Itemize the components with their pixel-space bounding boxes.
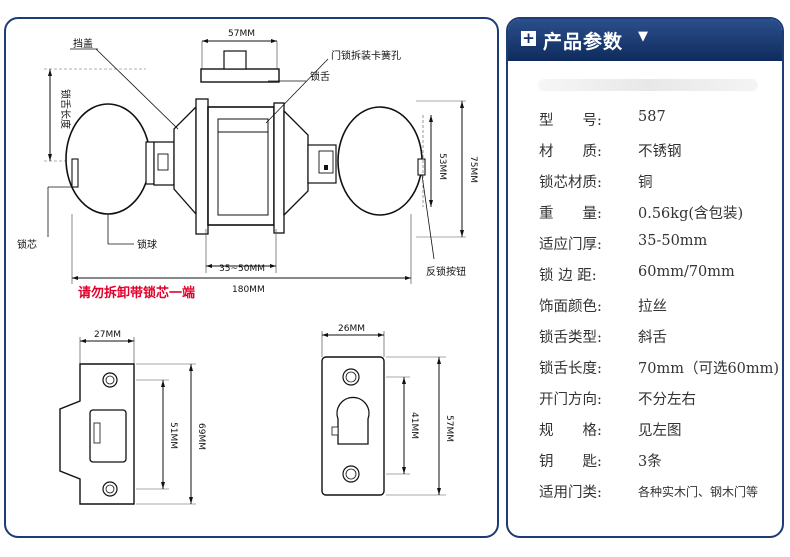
label-baffle-cover: 挡盖 (73, 37, 93, 50)
plus-box-icon: + (521, 29, 536, 47)
blurred-watermark-strip (538, 79, 758, 91)
latch-dim-41: 41MM (409, 412, 419, 439)
spec-label: 锁芯材质: (539, 175, 602, 191)
dim-75mm: 75MM (468, 156, 478, 183)
spec-value: 斜舌 (638, 330, 667, 346)
spec-label: 重 量: (539, 206, 602, 222)
spec-value: 0.56kg(含包装) (638, 206, 744, 222)
strike-dim-69: 69MM (196, 423, 206, 450)
latch-dim-width: 26MM (338, 324, 365, 334)
spec-value: 见左图 (638, 423, 682, 439)
specs-panel: + 产品参数 ▼ 型 号: 587 材 质: 不锈钢 锁芯材质: 铜 重 量: … (506, 17, 784, 538)
spec-label: 适应门厚: (539, 237, 602, 253)
spec-value: 70mm（可选60mm) (638, 361, 780, 377)
spec-label: 饰面颜色: (539, 299, 602, 315)
spec-label: 材 质: (539, 144, 602, 160)
specs-header: + 产品参数 ▼ (508, 19, 782, 61)
spec-value: 3条 (638, 454, 662, 470)
spec-label: 锁 边 距: (539, 268, 597, 284)
spec-value: 拉丝 (638, 299, 667, 315)
spec-value: 不分左右 (638, 392, 696, 408)
label-spring-hole: 门锁拆装卡簧孔 (331, 49, 401, 62)
label-latch-length: 锁舌长度 (59, 89, 72, 129)
strike-dim-51: 51MM (168, 422, 178, 449)
spec-label: 钥 匙: (539, 454, 602, 470)
spec-label: 锁舌长度: (539, 361, 602, 377)
dim-180mm: 180MM (232, 285, 265, 295)
chevron-down-icon: ▼ (638, 29, 648, 44)
warning-text: 请勿拆卸带锁芯一端 (78, 285, 195, 301)
spec-value: 铜 (638, 175, 653, 191)
spec-label: 型 号: (539, 113, 602, 129)
label-latch: 锁舌 (310, 70, 330, 83)
lock-technical-drawing: 57MM 锁舌长度 (17, 29, 478, 505)
spec-label: 规 格: (539, 423, 602, 439)
specs-title: 产品参数 (543, 31, 624, 53)
label-reverse-button: 反锁按钮 (426, 265, 466, 278)
spec-value: 587 (638, 109, 666, 125)
dim-57mm-top: 57MM (228, 29, 255, 39)
dim-53mm: 53MM (437, 153, 447, 180)
spec-value: 35-50mm (638, 233, 708, 249)
strike-dim-width: 27MM (94, 330, 121, 340)
spec-label: 锁舌类型: (539, 330, 602, 346)
spec-value: 各种实木门、钢木门等 (638, 485, 759, 499)
spec-label: 适用门类: (539, 485, 602, 501)
label-lock-ball: 锁球 (137, 238, 157, 251)
drawing-panel: 57MM 锁舌长度 (4, 17, 499, 538)
spec-label: 开门方向: (539, 392, 602, 408)
spec-value: 不锈钢 (638, 144, 682, 160)
spec-value: 60mm/70mm (638, 264, 735, 280)
latch-dim-57: 57MM (444, 415, 454, 442)
dim-35-50mm: 35~50MM (219, 264, 265, 274)
label-lock-core: 锁芯 (17, 238, 37, 251)
